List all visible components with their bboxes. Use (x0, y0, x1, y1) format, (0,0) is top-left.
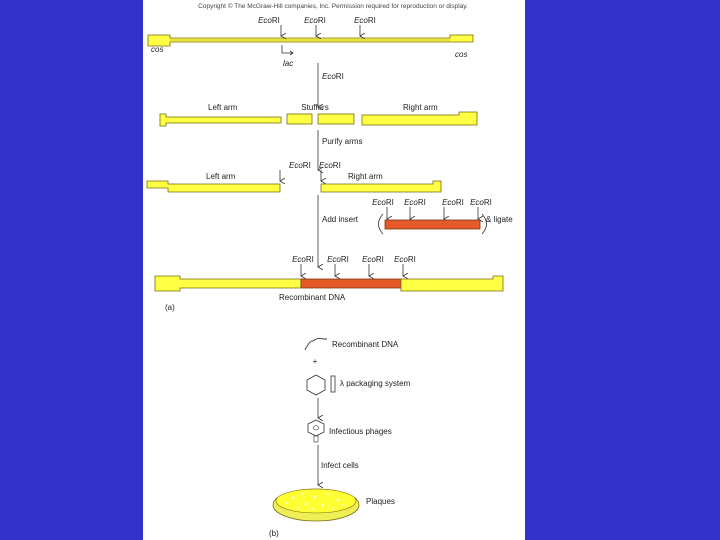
stuffer-piece-2 (318, 114, 354, 124)
copyright-text: Copyright © The McGraw-Hill companies, I… (198, 2, 468, 10)
recombinant-insert (301, 279, 401, 288)
svg-text:EcoRI: EcoRI (372, 198, 394, 207)
insert-dna (385, 220, 480, 229)
right-arm-purified (321, 181, 441, 192)
right-arm-piece (362, 112, 477, 125)
infect-cells-label: Infect cells (321, 461, 359, 470)
svg-text:EcoRI: EcoRI (289, 161, 311, 170)
cos-label-right: cos (455, 50, 467, 59)
figure-panel: Copyright © The McGraw-Hill companies, I… (143, 0, 525, 540)
insert-bracket-left (379, 214, 384, 234)
plaques-label: Plaques (366, 497, 395, 506)
svg-text:EcoRI: EcoRI (404, 198, 426, 207)
recombinant-right-arm (401, 276, 503, 291)
phage-head-icon (307, 375, 325, 395)
left-arm-label-2: Left arm (206, 172, 236, 181)
svg-text:EcoRI: EcoRI (470, 198, 492, 207)
right-arm-label: Right arm (403, 103, 438, 112)
cloning-diagram: Copyright © The McGraw-Hill companies, I… (143, 0, 525, 540)
svg-text:EcoRI: EcoRI (304, 16, 326, 25)
svg-text:EcoRI: EcoRI (362, 255, 384, 264)
panel-b-label: (b) (269, 529, 279, 538)
svg-text:EcoRI: EcoRI (258, 16, 280, 25)
stuffers-label: Stuffers (301, 103, 328, 112)
add-insert-label: Add insert (322, 215, 359, 224)
infectious-phages-label: Infectious phages (329, 427, 392, 436)
svg-text:EcoRI: EcoRI (354, 16, 376, 25)
svg-text:EcoRI: EcoRI (292, 255, 314, 264)
cos-label-left: cos (151, 45, 163, 54)
ecori-site-1: EcoRI (258, 16, 281, 36)
svg-text:EcoRI: EcoRI (319, 161, 341, 170)
svg-text:EcoRI: EcoRI (394, 255, 416, 264)
recombinant-ecori-sites: EcoRI EcoRI EcoRI EcoRI (292, 255, 416, 276)
panel-a-label: (a) (165, 303, 175, 312)
petri-dish-icon (273, 489, 359, 521)
recombinant-left-arm (155, 276, 301, 291)
left-arm-label: Left arm (208, 103, 238, 112)
phage-tail-icon (331, 376, 335, 392)
stuffer-piece-1 (287, 114, 312, 124)
svg-text:EcoRI: EcoRI (327, 255, 349, 264)
insert-ecori-sites: EcoRI EcoRI EcoRI EcoRI (372, 198, 492, 219)
ecori-arm-right: EcoRI (319, 161, 341, 181)
ligate-label: & ligate (486, 215, 513, 224)
svg-text:lac: lac (283, 59, 293, 68)
ecori-site-3: EcoRI (354, 16, 376, 36)
lac-marker: lac (282, 45, 293, 68)
plus-sign: + (313, 357, 318, 366)
packaging-system-label: λ packaging system (340, 379, 411, 388)
left-arm-piece (160, 114, 281, 126)
ecori-arm-left: EcoRI (280, 161, 311, 181)
recombinant-dna-icon (305, 338, 327, 350)
ecori-step-label: EcoRI (322, 72, 344, 81)
right-arm-label-2: Right arm (348, 172, 383, 181)
ecori-site-2: EcoRI (304, 16, 326, 36)
svg-text:EcoRI: EcoRI (442, 198, 464, 207)
recombinant-dna-label-b: Recombinant DNA (332, 340, 399, 349)
left-arm-purified (147, 181, 280, 192)
purify-arms-label: Purify arms (322, 137, 362, 146)
lambda-vector (148, 35, 473, 46)
infectious-phage-icon (308, 420, 324, 442)
recombinant-dna-label: Recombinant DNA (279, 293, 346, 302)
